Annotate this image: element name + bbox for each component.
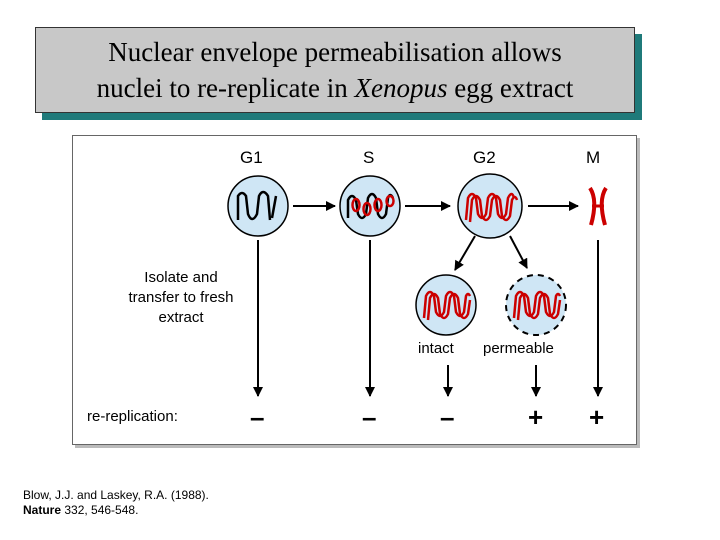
replication-bubble <box>373 197 383 213</box>
phase-label-m: M <box>586 148 601 167</box>
citation-authors: Blow, J.J. and Laskey, R.A. (1988). <box>23 488 209 502</box>
replication-bubble <box>385 194 395 208</box>
intact-label: intact <box>418 340 454 357</box>
g2-to-permeable-arrow <box>509 235 528 269</box>
rereplication-label: re-replication: <box>87 408 178 425</box>
result-s: – <box>362 402 377 432</box>
phase-label-s: S <box>363 148 375 167</box>
citation-reference: Nature 332, 546-548. <box>23 503 139 517</box>
s-nucleus <box>339 175 401 237</box>
result-m: + <box>589 402 605 432</box>
permeable-nucleus <box>505 274 567 336</box>
title-line-2: nuclei to re-replicate in Xenopus egg ex… <box>96 73 574 103</box>
result-intact: – <box>440 402 455 432</box>
replication-bubble <box>362 201 372 217</box>
replicated-dna <box>468 194 519 223</box>
g2-nucleus <box>457 173 523 239</box>
m-chromosome-icon <box>588 186 608 226</box>
isolate-transfer-label: Isolate and transfer to fresh extract <box>128 269 234 326</box>
result-permeable: + <box>528 402 544 432</box>
intact-nucleus <box>415 274 477 336</box>
replication-bubble <box>351 197 361 213</box>
citation: Blow, J.J. and Laskey, R.A. (1988). Natu… <box>23 488 209 518</box>
g2-to-intact-arrow <box>454 235 476 271</box>
result-g1: – <box>250 402 265 432</box>
g1-nucleus <box>227 175 289 237</box>
unreplicated-dna <box>236 190 278 221</box>
phase-label-g1: G1 <box>240 148 263 167</box>
phase-label-g2: G2 <box>473 148 496 167</box>
slide-title: Nuclear envelope permeabilisation allows… <box>35 27 635 113</box>
title-line-1: Nuclear envelope permeabilisation allows <box>108 37 562 67</box>
permeable-label: permeable <box>483 340 554 357</box>
